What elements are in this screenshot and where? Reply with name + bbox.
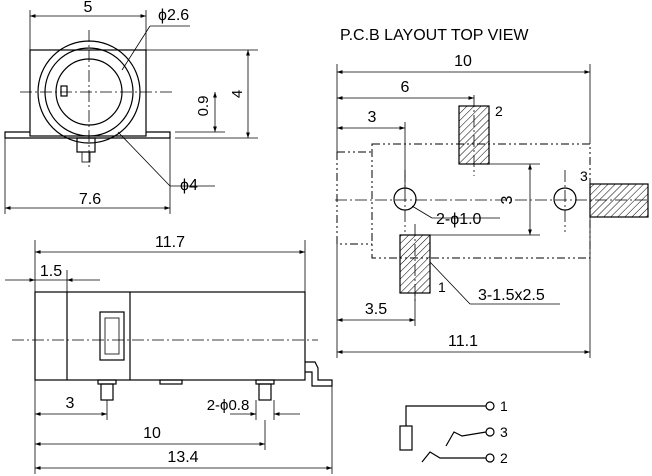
dim-height-4: 4 [229,90,246,98]
schematic: 1 3 2 [399,398,508,466]
dim-total-134: 13.4 [167,449,198,466]
side-body [34,291,306,381]
pcb-dim-3: 3 [368,109,377,126]
schematic-pin-2 [485,453,495,463]
dim-offset-15: 1.5 [40,263,62,280]
pcb-dim-35: 3.5 [365,301,387,318]
schematic-pin-1 [485,401,495,411]
schematic-pin-3-label: 3 [500,424,508,440]
pcb-hole-right [553,187,577,211]
pcb-dim-3-vertical: 3 [499,195,516,204]
pad-3-label: 3 [580,168,588,184]
dim-front-width-top: 5 [84,0,93,16]
pad-1-label: 1 [438,279,446,295]
pcb-pad-label: 3-1.5x2.5 [478,287,545,304]
front-view: 5 ϕ2.6 0.9 4 ϕ4 7.6 [4,0,258,214]
pcb-pad-3 [589,183,649,218]
pad-2-label: 2 [495,103,503,119]
dim-outer-dia: ϕ4 [180,177,198,194]
pcb-dim-111: 11.1 [448,333,478,350]
schematic-pin-1-label: 1 [500,398,508,414]
schematic-sleeve [399,425,413,451]
side-window [99,311,125,361]
schematic-switch [445,431,487,447]
front-pin [76,137,96,153]
side-pin-left [97,379,117,385]
dim-length-117: 11.7 [155,234,185,251]
side-view: 11.7 1.5 3 2-ϕ0.8 10 13.4 [5,234,333,474]
schematic-pin-3 [485,427,495,437]
dim-pin-span-10: 10 [143,425,161,442]
dim-pin-offset-3: 3 [66,395,75,412]
front-flange [4,131,171,139]
dim-front-width-bottom: 7.6 [79,191,101,208]
side-terminal-tab [305,361,333,387]
pcb-dim-10: 10 [454,53,472,70]
pcb-hole-label: 2-ϕ1.0 [436,211,482,228]
pcb-front-outline [336,151,372,245]
pcb-layout: P.C.B LAYOUT TOP VIEW 2 1 3 10 6 3 [335,27,649,358]
dim-hole-dia: ϕ2.6 [158,7,189,24]
pcb-layout-title: P.C.B LAYOUT TOP VIEW [340,27,529,44]
pcb-dim-6: 6 [401,79,410,96]
dim-pin-dia: 2-ϕ0.8 [207,397,250,414]
dim-height-09: 0.9 [195,96,212,117]
side-pin-right [255,379,275,385]
schematic-pin-2-label: 2 [500,450,508,466]
